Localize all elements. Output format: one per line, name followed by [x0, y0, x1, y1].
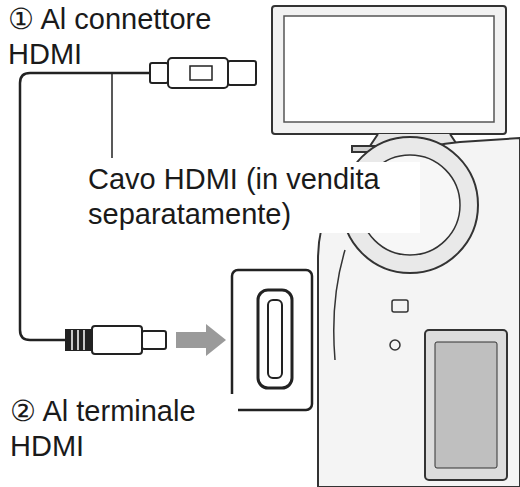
insert-arrow [176, 324, 226, 356]
hdmi-plug-tv [150, 58, 256, 88]
callout-label: ① Al connettore HDMI [8, 2, 248, 73]
tv-set [272, 6, 506, 152]
hdmi-plug-camera [66, 326, 166, 354]
cable-label: Cavo HDMI (in vendita separatamente) [86, 162, 420, 233]
callout-label: ② Al terminale HDMI [8, 394, 238, 465]
hdmi-port [232, 270, 312, 410]
leader-line [111, 74, 113, 158]
